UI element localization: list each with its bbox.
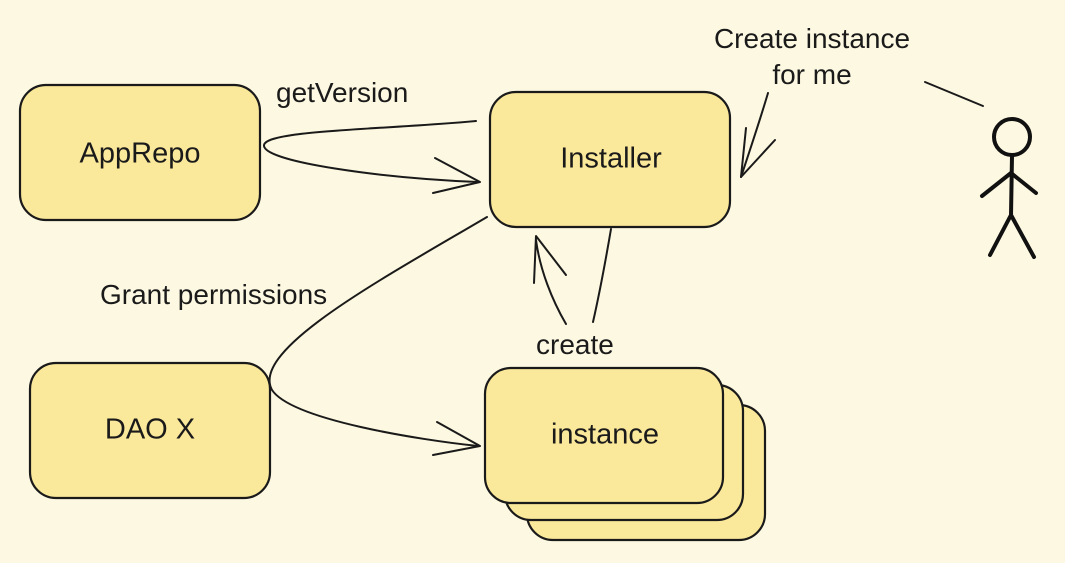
stick-figure-head xyxy=(992,117,1032,157)
create-label: create xyxy=(536,329,614,360)
create-curve xyxy=(535,228,612,325)
get-version-arrowhead xyxy=(432,157,481,194)
request-label-line-1: Create instance xyxy=(714,23,910,54)
installer-label: Installer xyxy=(560,143,662,175)
stick-figure-legs xyxy=(988,213,1036,259)
edge-create: create xyxy=(533,228,614,360)
get-version-label: getVersion xyxy=(276,77,408,108)
instance-label: instance xyxy=(551,419,659,451)
request-label-line-2: for me xyxy=(772,59,851,90)
dao-label: DAO X xyxy=(105,414,195,446)
user-speech-line xyxy=(924,81,984,107)
node-installer: Installer xyxy=(488,90,732,229)
app-repo-label: AppRepo xyxy=(80,138,201,170)
node-app-repo: AppRepo xyxy=(18,83,262,222)
node-instance-stack: instance xyxy=(483,366,767,542)
grant-permissions-label: Grant permissions xyxy=(100,279,327,310)
get-version-curve xyxy=(263,120,479,183)
edge-user-request: Create instance for me xyxy=(714,23,984,178)
stick-figure-arms xyxy=(980,171,1038,198)
installer-box xyxy=(488,90,732,229)
app-repo-box xyxy=(18,83,262,222)
create-arrowhead xyxy=(533,235,567,284)
request-arrowhead xyxy=(740,127,776,178)
node-dao: DAO X xyxy=(28,361,272,500)
request-curve xyxy=(740,92,769,178)
grant-permissions-curve xyxy=(268,216,488,447)
stick-figure-icon xyxy=(980,117,1038,259)
stick-figure-body xyxy=(1009,154,1014,217)
instance-box-front xyxy=(483,366,725,505)
edge-grant-permissions: Grant permissions xyxy=(100,216,488,456)
grant-permissions-arrowhead xyxy=(432,421,481,456)
edge-get-version: getVersion xyxy=(263,77,481,194)
dao-box xyxy=(28,361,272,500)
